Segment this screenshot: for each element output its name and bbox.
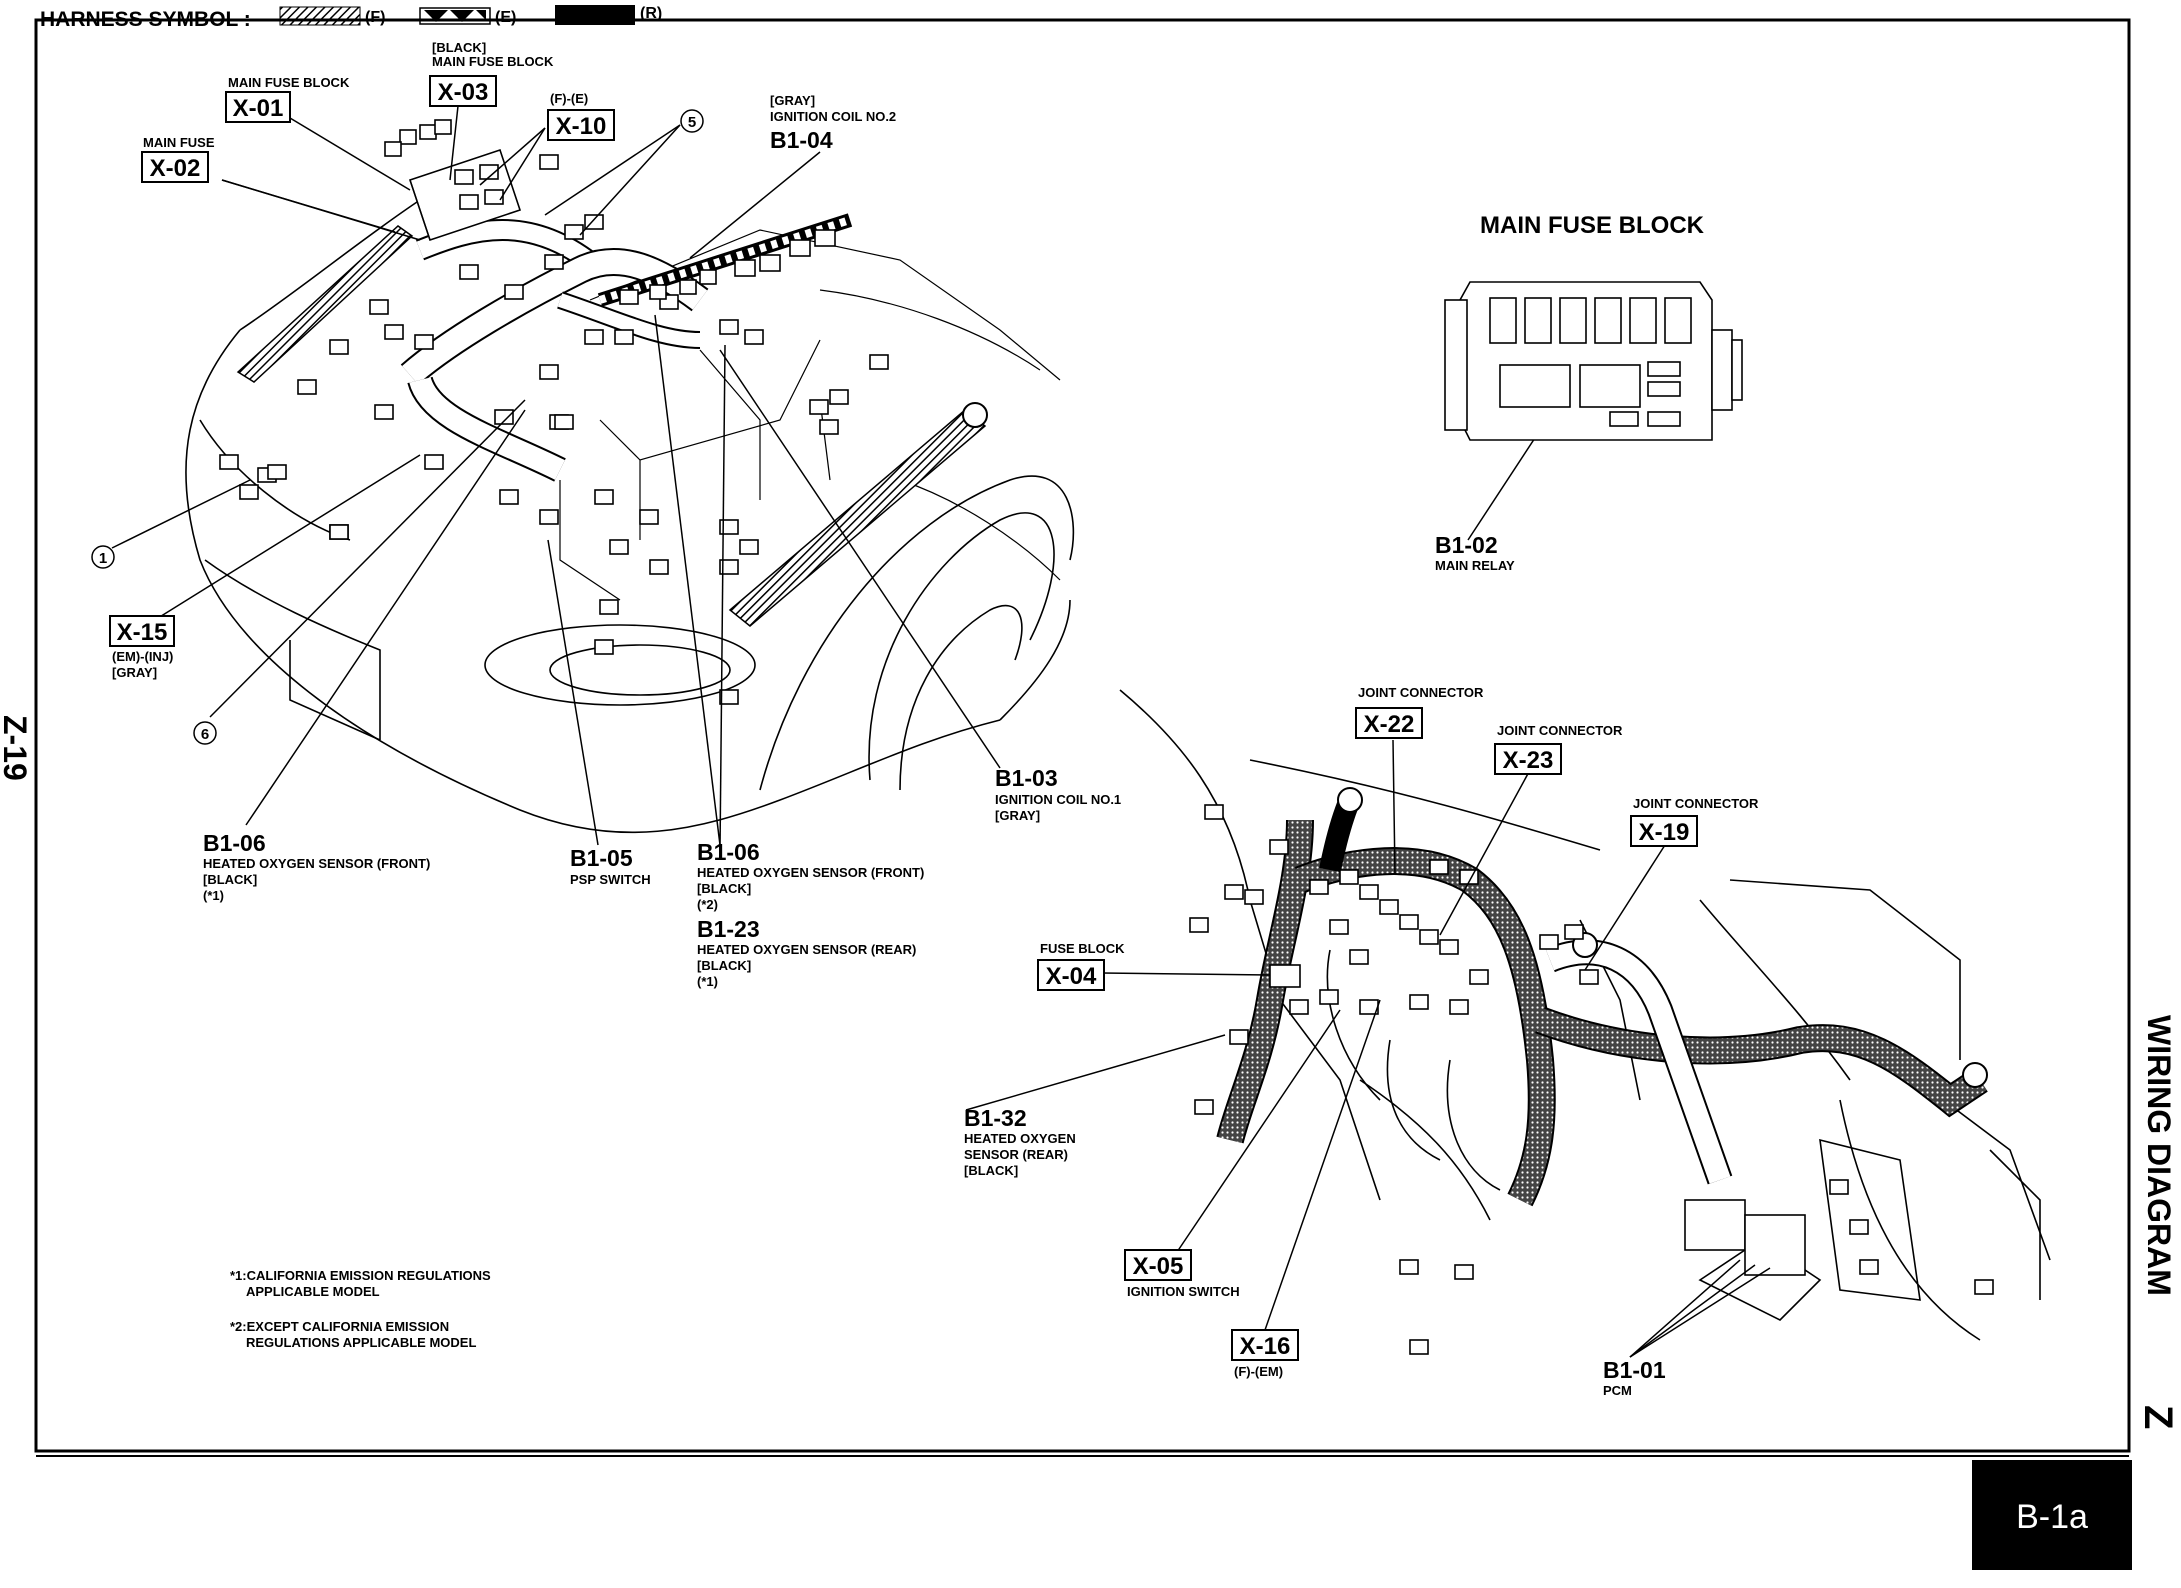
x02-box [141, 151, 209, 183]
x23-code: X-23 [1503, 747, 1554, 774]
legend-e-swatch [419, 7, 491, 25]
engine-leader-lines [111, 105, 1551, 851]
legend-r-swatch [555, 5, 635, 25]
x19-desc: JOINT CONNECTOR [1633, 796, 1759, 811]
b106b-note: (*2) [697, 897, 718, 912]
b123-code: B1-23 [697, 916, 760, 942]
x19-code: X-19 [1639, 819, 1690, 846]
callout-5-circle [680, 109, 704, 133]
b132-color: [BLACK] [964, 1163, 1018, 1178]
x01-desc: MAIN FUSE BLOCK [228, 75, 350, 90]
x10-code: X-10 [556, 113, 607, 140]
note-2-line1: *2:EXCEPT CALIFORNIA EMISSION [230, 1319, 449, 1334]
x03-box [429, 75, 497, 107]
cabin-harness [1216, 787, 1988, 1207]
x04-desc: FUSE BLOCK [1040, 941, 1125, 956]
x23-box [1494, 743, 1562, 775]
x10-box [547, 109, 615, 141]
b106a-note: (*1) [203, 888, 224, 903]
x02-desc: MAIN FUSE [143, 135, 215, 150]
callout-6-circle [193, 721, 217, 745]
b104-code: B1-04 [770, 127, 833, 153]
legend-f-swatch [279, 6, 361, 26]
x22-desc: JOINT CONNECTOR [1358, 685, 1484, 700]
x01-code: X-01 [233, 95, 284, 122]
x15-desc: (EM)-(INJ) [112, 649, 173, 664]
b106a-code: B1-06 [203, 830, 266, 856]
callout-1-number: 1 [99, 550, 107, 567]
x15-color: [GRAY] [112, 665, 157, 680]
side-title: WIRING DIAGRAM [2141, 1015, 2177, 1296]
legend-e-label: (E) [495, 9, 516, 26]
cabin-drawing [1119, 689, 2051, 1341]
callout-6-number: 6 [201, 726, 209, 743]
page-code: B-1a [2016, 1498, 2088, 1536]
cabin-leader-lines [965, 739, 1771, 1358]
b105-desc: PSP SWITCH [570, 872, 651, 887]
x16-box [1231, 1329, 1299, 1361]
harness-legend: HARNESS SYMBOL : (F) (E) (R) [40, 5, 662, 31]
b106a-desc: HEATED OXYGEN SENSOR (FRONT) [203, 856, 430, 871]
x22-box [1355, 707, 1423, 739]
b106b-color: [BLACK] [697, 881, 751, 896]
x22-code: X-22 [1364, 711, 1415, 738]
b132-code: B1-32 [964, 1105, 1027, 1131]
b105-code: B1-05 [570, 845, 633, 871]
x15-code: X-15 [117, 619, 168, 646]
x03-code: X-03 [438, 79, 489, 106]
x03-desc: MAIN FUSE BLOCK [432, 54, 554, 69]
main-fuse-block-inset [1444, 281, 1743, 441]
x15-box [109, 615, 175, 647]
b106b-code: B1-06 [697, 839, 760, 865]
callout-1-circle [91, 545, 115, 569]
x16-desc: (F)-(EM) [1234, 1364, 1283, 1379]
side-letter: Z [2136, 1405, 2180, 1429]
callout-5-number: 5 [688, 114, 696, 131]
page-code-tab [1972, 1460, 2132, 1570]
b104-color: [GRAY] [770, 93, 815, 108]
b101-desc: PCM [1603, 1383, 1632, 1398]
x01-box [225, 91, 291, 123]
engine-connectors [219, 119, 889, 705]
legend-r-label: (R) [640, 5, 662, 22]
x19-box [1630, 815, 1698, 847]
b132-desc2: SENSOR (REAR) [964, 1147, 1068, 1162]
diagram-frame [34, 18, 2131, 1453]
cabin-connectors [1189, 804, 1994, 1355]
b132-desc1: HEATED OXYGEN [964, 1131, 1076, 1146]
b103-desc: IGNITION COIL NO.1 [995, 792, 1121, 807]
b106a-color: [BLACK] [203, 872, 257, 887]
b101-code: B1-01 [1603, 1357, 1666, 1383]
b123-note: (*1) [697, 974, 718, 989]
legend-f-label: (F) [365, 9, 385, 26]
x16-code: X-16 [1240, 1333, 1291, 1360]
b103-code: B1-03 [995, 765, 1058, 791]
note-2-line2: REGULATIONS APPLICABLE MODEL [246, 1335, 476, 1350]
x05-box [1124, 1249, 1192, 1281]
x04-box [1037, 959, 1105, 991]
b123-desc: HEATED OXYGEN SENSOR (REAR) [697, 942, 916, 957]
x23-desc: JOINT CONNECTOR [1497, 723, 1623, 738]
page-ref: Z-19 [0, 715, 33, 781]
x10-desc: (F)-(E) [550, 91, 588, 106]
b103-color: [GRAY] [995, 808, 1040, 823]
engine-main-fuse-block [408, 148, 522, 242]
inset-title: MAIN FUSE BLOCK [1480, 212, 1705, 239]
b102-desc: MAIN RELAY [1435, 558, 1515, 573]
x05-code: X-05 [1133, 1253, 1184, 1280]
x05-desc: IGNITION SWITCH [1127, 1284, 1240, 1299]
note-1-line2: APPLICABLE MODEL [246, 1284, 380, 1299]
b123-color: [BLACK] [697, 958, 751, 973]
x02-code: X-02 [150, 155, 201, 182]
b102-code: B1-02 [1435, 532, 1498, 558]
b104-desc: IGNITION COIL NO.2 [770, 109, 896, 124]
engine-harness-trunk [236, 213, 988, 627]
note-1-line1: *1:CALIFORNIA EMISSION REGULATIONS [230, 1268, 491, 1283]
b106b-desc: HEATED OXYGEN SENSOR (FRONT) [697, 865, 924, 880]
x04-code: X-04 [1046, 963, 1097, 990]
x03-color: [BLACK] [432, 40, 486, 55]
